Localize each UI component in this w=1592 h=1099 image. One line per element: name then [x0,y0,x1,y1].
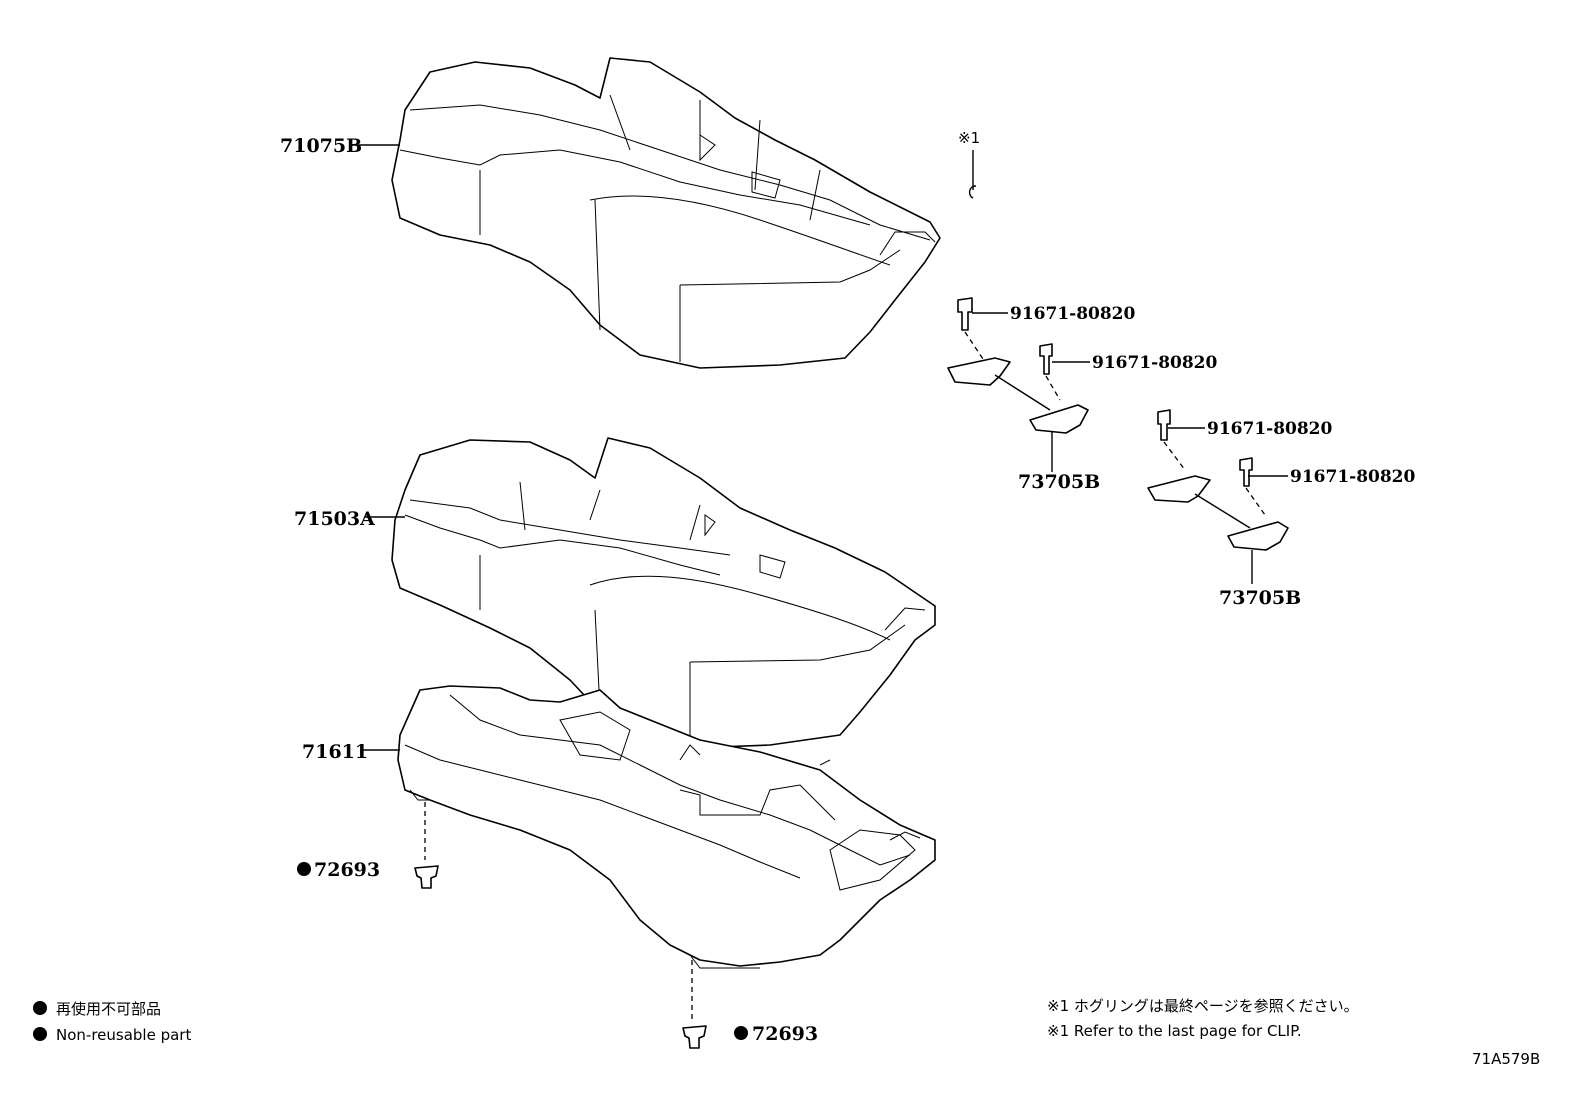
clip-left-drawing [414,802,439,889]
non-reusable-bullet-icon [297,862,311,876]
hook-assembly-2-drawing [1147,409,1289,584]
callout-seat-frame: 71611 [302,741,368,763]
callout-bolt-4: 91671-80820 [1290,467,1416,487]
legend-en: Non-reusable part [56,1026,191,1044]
seat-pad-drawing [391,437,936,749]
callout-ref-mark: ※1 [958,129,980,147]
diagram-id: 71A579B [1472,1050,1540,1068]
note-jp: ※1 ホグリングは最終ページを参照ください。 [1047,997,1359,1015]
hog-ring-drawing [968,150,977,199]
leader-lines [350,144,1288,751]
callout-seat-cover: 71075B [280,135,362,157]
seat-cover-drawing [391,57,941,369]
callout-bolt-2: 91671-80820 [1092,353,1218,373]
legend-bullet-icon [33,1027,47,1041]
clip-bottom-drawing [682,960,707,1049]
non-reusable-bullet-icon [734,1026,748,1040]
callout-clip-left: 72693 [314,859,380,881]
note-en: ※1 Refer to the last page for CLIP. [1047,1022,1302,1040]
hook-assembly-1-drawing [947,297,1089,472]
callout-hook-2: 73705B [1219,587,1301,609]
callout-hook-1: 73705B [1018,471,1100,493]
callout-seat-pad: 71503A [294,508,375,530]
legend-bullet-icon [33,1001,47,1015]
callout-bolt-3: 91671-80820 [1207,419,1333,439]
callout-bolt-1: 91671-80820 [1010,304,1136,324]
callout-clip-bottom: 72693 [752,1023,818,1045]
legend-jp: 再使用不可部品 [56,1000,161,1018]
seat-frame-drawing [397,685,936,969]
